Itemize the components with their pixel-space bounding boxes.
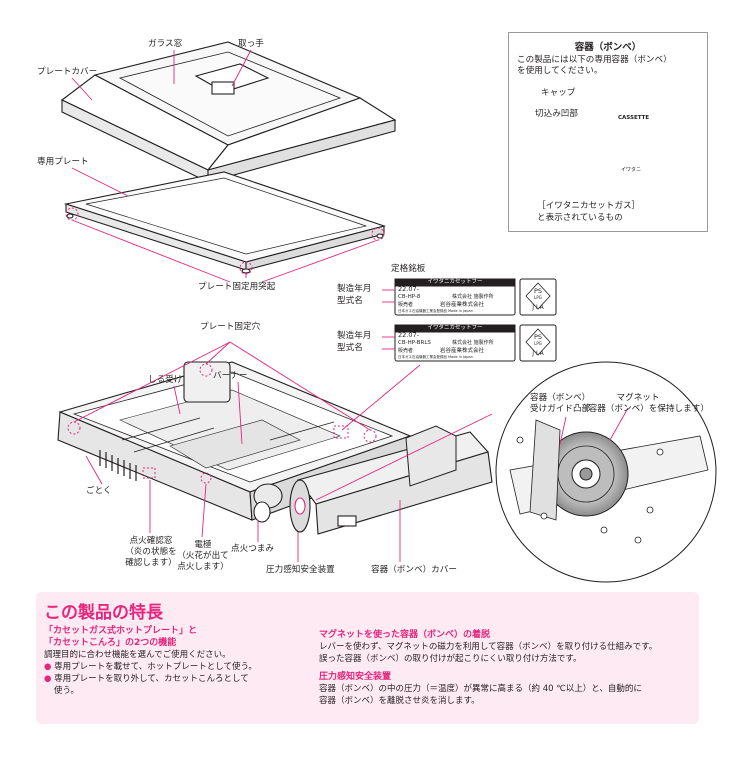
- label-handle: 取っ手: [238, 39, 264, 49]
- feature-1-bullet-2: ● 専用プレートを取り外して、カセットこんろとして: [44, 674, 249, 686]
- feature-1-bullet-2-cont: 使う。: [54, 686, 79, 696]
- label-pressure-safety: 圧力感知安全装置: [266, 565, 335, 575]
- label-mfg-date-2: 製造年月: [337, 331, 372, 341]
- rating-plate-2-header: イワタニカセットフー: [427, 325, 483, 331]
- canister-notch-label: 切込み凹部: [535, 109, 578, 119]
- rating-plate-1-date: 22.07-: [398, 285, 419, 293]
- feature-1-text: 調理目的に合わせ機能を選んでご使用ください。: [44, 650, 231, 660]
- features-title: この製品の特長: [44, 603, 163, 623]
- rating-plate-1: [394, 278, 557, 316]
- label-rating-plate: 定格銘板: [391, 264, 426, 274]
- label-ignition-window: 点火確認窓 （炎の状態を 確認します）: [125, 536, 177, 568]
- label-ignition-knob: 点火つまみ: [231, 544, 274, 554]
- feature-2-heading: マグネットを使った容器（ボンベ）の着脱: [319, 630, 491, 640]
- label-model-2: 型式名: [337, 343, 363, 353]
- rating-plate-2-importer-name: 岩谷産業株式会社: [440, 348, 485, 354]
- canister-can-text: GAS: [620, 124, 658, 143]
- label-drip-tray: しる受け: [148, 375, 183, 385]
- detail-inset: [495, 361, 717, 583]
- rating-plate-1-importer-name: 岩谷産業株式会社: [440, 302, 485, 308]
- feature-1-bullet-2-text: 専用プレートを取り外して、カセットこんろとして: [54, 674, 249, 684]
- label-electrode: 電極 （火花が出て 点火します）: [177, 540, 229, 572]
- rating-plate-2-jia: J I A: [532, 350, 544, 357]
- feature-2-text-1: レバーを使わず、マグネットの磁力を利用して容器（ボンベ）を取り付ける仕組みです。: [319, 642, 658, 652]
- rating-plate-2: [394, 324, 557, 362]
- features-panel: この製品の特長 「カセットガス式ホットプレート」と 「カセットこんろ」の2つの機…: [36, 592, 699, 724]
- stove-body-drawing: [57, 361, 412, 521]
- canister-box-desc-2: を使用してください。: [517, 66, 603, 76]
- knob-drawing: [253, 483, 283, 523]
- feature-1-heading-2: 「カセットこんろ」の2つの機能: [44, 638, 177, 648]
- label-magnet: マグネット （容器（ボンベ）を保持します）: [580, 393, 709, 414]
- label-dedicated-plate: 専用プレート: [37, 157, 89, 167]
- rating-plate-1-header: イワタニカセットフー: [427, 279, 483, 285]
- rating-plate-1-importer: 販売者: [398, 302, 414, 308]
- label-canister-cover: 容器（ボンベ）カバー: [371, 565, 457, 575]
- canister-box-desc-1: この製品には以下の専用容器（ボンベ）: [517, 55, 672, 65]
- canister-info-box: 容器（ボンベ） この製品には以下の専用容器（ボンベ） を使用してください。 キャ…: [508, 32, 708, 232]
- feature-1-bullet-1: ● 専用プレートを載せて、ホットプレートとして使う。: [44, 662, 257, 674]
- rating-plate-1-ps: PS: [533, 287, 543, 295]
- rating-plate-2-date: 22.07-: [398, 331, 419, 339]
- canister-note-2: と表示されているもの: [537, 213, 623, 223]
- rating-plate-2-model: CB-HP-BRLS: [398, 340, 431, 346]
- plate-cover-drawing: [60, 41, 397, 183]
- rating-plate-2-ps: PS: [533, 333, 543, 341]
- label-glass-window: ガラス窓: [148, 39, 183, 49]
- bullet-icon: ●: [44, 674, 52, 684]
- rating-plate-1-company: 株式会社 施製作所: [452, 294, 494, 300]
- feature-3-text-2: 容器（ボンベ）を離脱させ炎を消します。: [319, 696, 480, 706]
- label-mfg-date-1: 製造年月: [337, 284, 372, 294]
- label-plate-cover: プレートカバー: [37, 67, 98, 77]
- label-trivet: ごとく: [86, 486, 112, 496]
- canister-can-brand: CASSETTE: [618, 115, 650, 121]
- rating-plate-2-lpg: LPG: [534, 341, 542, 346]
- rating-plate-2-company: 株式会社 施製作所: [452, 340, 494, 346]
- label-plate-fixing-protrusion: プレート固定用突起: [198, 282, 276, 292]
- rating-plate-1-lpg: LPG: [534, 295, 542, 300]
- rating-plate-1-jia: J I A: [532, 304, 544, 311]
- rating-plate-2-importer: 販売者: [398, 348, 414, 354]
- rating-plate-1-model: CB-HP-8: [398, 294, 421, 300]
- bullet-icon: ●: [44, 662, 52, 672]
- canister-note-1: ［イワタニカセットガス］: [537, 201, 641, 211]
- feature-2-text-2: 誤った容器（ボンベ）の取り付けが起こりにくい取り付け方法です。: [319, 654, 582, 664]
- canister-cap-label: キャップ: [541, 88, 576, 98]
- feature-3-heading: 圧力感知安全装置: [319, 672, 392, 682]
- label-burner: バーナー: [213, 371, 248, 381]
- label-guide-notch: 容器（ボンベ） 受けガイド凸部: [530, 393, 591, 414]
- label-plate-fixing-hole: プレート固定穴: [200, 322, 261, 332]
- feature-1-heading-1: 「カセットガス式ホットプレート」と: [44, 626, 198, 636]
- feature-1-bullet-1-text: 専用プレートを載せて、ホットプレートとして使う。: [54, 662, 257, 672]
- dedicated-plate-drawing: [63, 171, 386, 274]
- canister-can-maker: イワタニ: [621, 167, 642, 173]
- label-model-1: 型式名: [337, 296, 363, 306]
- feature-3-text-1: 容器（ボンベ）の中の圧力（＝温度）が異常に高まる（約 40 ℃以上）と、自動的に: [319, 684, 642, 694]
- canister-box-title: 容器（ボンベ）: [574, 42, 642, 53]
- rating-plate-2-footer: 日本ガス石油機器工業会登録品 Made in Japan: [398, 355, 473, 359]
- rating-plate-1-footer: 日本ガス石油機器工業会登録品 Made in Japan: [398, 309, 473, 313]
